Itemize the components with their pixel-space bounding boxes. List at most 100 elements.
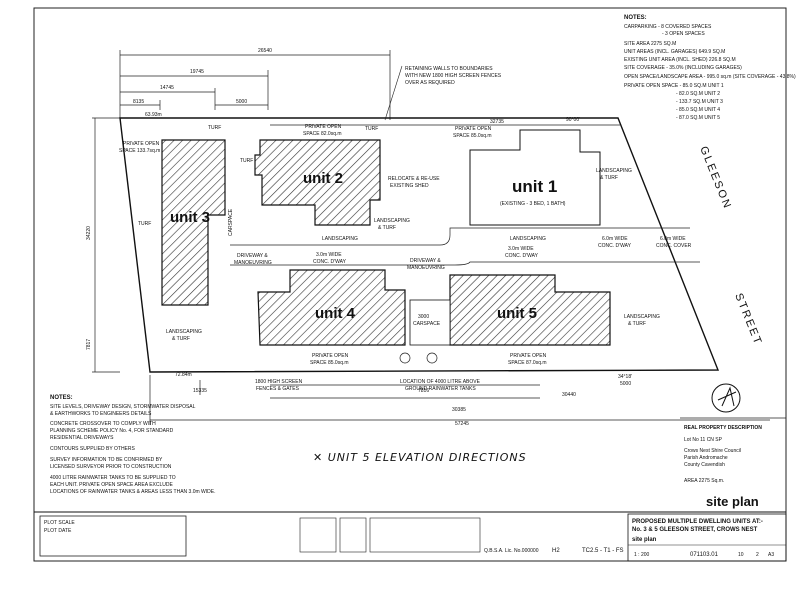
drawing-text: - 133.7 SQ.M UNIT 3 — [676, 99, 723, 105]
drawing-text: Q.B.S.A. Lic. No.000000 — [484, 548, 539, 554]
drawing-text: RELOCATE & RE-USE — [388, 176, 440, 182]
drawing-text: TURF — [365, 126, 378, 132]
drawing-text: TC2.5 - T1 - FS — [582, 548, 624, 554]
drawing-text: AREA 2275 Sq.m. — [684, 478, 724, 484]
drawing-text: SITE AREA 2275 SQ.M — [624, 41, 676, 47]
drawing-text: SPACE 82.0sq.m — [303, 131, 342, 137]
drawing-text: LANDSCAPING — [624, 314, 660, 320]
drawing-text: site plan — [632, 537, 657, 543]
drawing-text: FENCES & GATES — [256, 386, 300, 392]
drawing-text: OPEN SPACE/LANDSCAPE AREA - 995.0 sq.m (… — [624, 74, 796, 80]
drawing-text: 2 — [756, 552, 759, 558]
dim-angle-bottom: 34°18' — [618, 374, 632, 380]
drawing-text: & TURF — [600, 175, 618, 181]
drawing-text: LANDSCAPING — [322, 236, 358, 242]
drawing-text: NOTES: — [624, 15, 647, 21]
drawing-text: & TURF — [172, 336, 190, 342]
drawing-text: & TURF — [378, 225, 396, 231]
unit-2-building: unit 2 — [254, 139, 381, 226]
drawing-text: SURVEY INFORMATION TO BE CONFIRMED BY — [50, 457, 163, 463]
unit-2-label: unit 2 — [303, 170, 343, 187]
unit-1-subtitle: (EXISTING - 3 BED, 1 BATH) — [500, 201, 566, 207]
drawing-text: LANDSCAPING — [166, 329, 202, 335]
unit-3-building: unit 3 — [161, 139, 226, 306]
drawing-text: MANOEUVRING — [407, 265, 445, 271]
drawing-text: PRIVATE OPEN — [455, 126, 492, 132]
dim-19745: 19745 — [190, 69, 204, 75]
drawing-text: MANOEUVRING — [234, 260, 272, 266]
site-plan-label: site plan — [706, 494, 759, 509]
drawing-text: CARPARKING - 8 COVERED SPACES — [624, 24, 712, 30]
dim-7816: 7816 — [418, 388, 429, 394]
drawing-text: - 82.0 SQ.M UNIT 2 — [676, 91, 720, 97]
site-boundary — [119, 117, 720, 373]
dim-63-93m: 63.93m — [145, 112, 162, 118]
dim-72-84m: 72.84m — [175, 372, 192, 378]
dim-30440: 30440 — [562, 392, 576, 398]
drawing-text: OVER AS REQUIRED — [405, 80, 455, 86]
drawing-text: 3000 — [418, 314, 429, 320]
drawing-text: 1 : 200 — [634, 552, 650, 558]
drawing-text: PRIVATE OPEN — [510, 353, 547, 359]
notes-bottom: NOTES: SITE LEVELS, DRIVEWAY DESIGN, STO… — [50, 395, 216, 495]
drawing-text: H2 — [552, 548, 560, 554]
drawing-text: EXISTING UNIT AREA (INCL. SHED) 226.8 SQ… — [624, 57, 736, 63]
drawing-text: CONCRETE CROSSOVER TO COMPLY WITH — [50, 421, 156, 427]
drawing-text: - 87.0 SQ.M UNIT 5 — [676, 115, 720, 121]
drawing-text: PLANNING SCHEME POLICY No. 4, FOR STANDA… — [50, 428, 174, 434]
drawing-text: WITH NEW 1800 HIGH SCREEN FENCES — [405, 73, 502, 79]
drawing-text: CARSPACE — [228, 208, 234, 236]
sheet-border — [33, 7, 787, 562]
top-dimension-lines — [92, 50, 770, 425]
drawing-text: 4000 LITRE RAINWATER TANKS TO BE SUPPLIE… — [50, 475, 176, 481]
driveway-lines — [230, 227, 700, 364]
drawing-text: CONC. D'WAY — [313, 259, 347, 265]
dim-57245: 57245 — [455, 421, 469, 427]
unit-1-label: unit 1 — [512, 177, 557, 196]
drawing-text: LANDSCAPING — [510, 236, 546, 242]
drawing-text: County Cavendish — [684, 462, 725, 468]
dim-8135: 8135 — [133, 99, 144, 105]
drawing-text: TURF — [208, 125, 221, 131]
unit-5-label: unit 5 — [497, 305, 537, 322]
drawing-text: SITE LEVELS, DRIVEWAY DESIGN, STORMWATER… — [50, 404, 196, 410]
drawing-text: LOCATION OF 4000 LITRE ABOVE — [400, 379, 481, 385]
drawing-text: PROPOSED MULTIPLE DWELLING UNITS AT:- — [632, 519, 763, 525]
drawing-text: PLOT SCALE — [44, 520, 75, 526]
drawing-text: CONTOURS SUPPLIED BY OTHERS — [50, 446, 135, 452]
drawing-text: CARSPACE — [413, 321, 441, 327]
drawing-text: Crows Nest Shire Council — [684, 448, 741, 454]
dim-5000b: 5000 — [620, 381, 631, 387]
drawing-text: SPACE 87.0sq.m — [508, 360, 547, 366]
drawing-text: 071103.01 — [690, 552, 719, 558]
north-arrow-icon — [711, 383, 741, 413]
drawing-text: EACH UNIT. PRIVATE OPEN SPACE AREA EXCLU… — [50, 482, 173, 488]
drawing-text: EXISTING SHED — [390, 183, 429, 189]
drawing-text: CONC. D'WAY — [505, 253, 539, 259]
unit-3-label: unit 3 — [170, 209, 210, 226]
drawing-text: CONC. COVER — [656, 243, 692, 249]
drawing-text: PRIVATE OPEN SPACE - 85.0 SQ.M UNIT 1 — [624, 83, 724, 89]
drawing-text: PRIVATE OPEN — [312, 353, 349, 359]
property-description: REAL PROPERTY DESCRIPTION Lot No 11 CN S… — [680, 417, 786, 484]
retaining-walls-note: RETAINING WALLS TO BOUNDARIES WITH NEW 1… — [384, 65, 502, 121]
title-block: PLOT SCALE PLOT DATE Q.B.S.A. Lic. No.00… — [34, 511, 787, 562]
drawing-text: LOCATIONS OF RAINWATER TANKS & AREAS LES… — [50, 489, 216, 495]
unit-4-label: unit 4 — [315, 305, 356, 322]
drawing-text: 10 — [738, 552, 744, 558]
drawing-text: 1800 HIGH SCREEN — [255, 379, 303, 385]
drawing-text: LICENSED SURVEYOR PRIOR TO CONSTRUCTION — [50, 464, 172, 470]
dim-30385: 30385 — [452, 407, 466, 413]
drawing-text: SITE COVERAGE - 35.0% (INCLUDING GARAGES… — [624, 65, 742, 71]
drawing-text: & EARTHWORKS TO ENGINEERS DETAILS — [50, 411, 152, 417]
notes-top: NOTES: CARPARKING - 8 COVERED SPACES - 3… — [624, 15, 796, 121]
drawing-text: TURF — [138, 221, 151, 227]
drawing-text: CONC. D'WAY — [598, 243, 632, 249]
drawing-text: DRIVEWAY & — [410, 258, 441, 264]
drawing-text: GROUND RAINWATER TANKS — [405, 386, 476, 392]
drawing-text: LANDSCAPING — [596, 168, 632, 174]
dim-angle-top: 90°00' — [566, 117, 580, 123]
dim-15335: 15335 — [193, 388, 207, 394]
